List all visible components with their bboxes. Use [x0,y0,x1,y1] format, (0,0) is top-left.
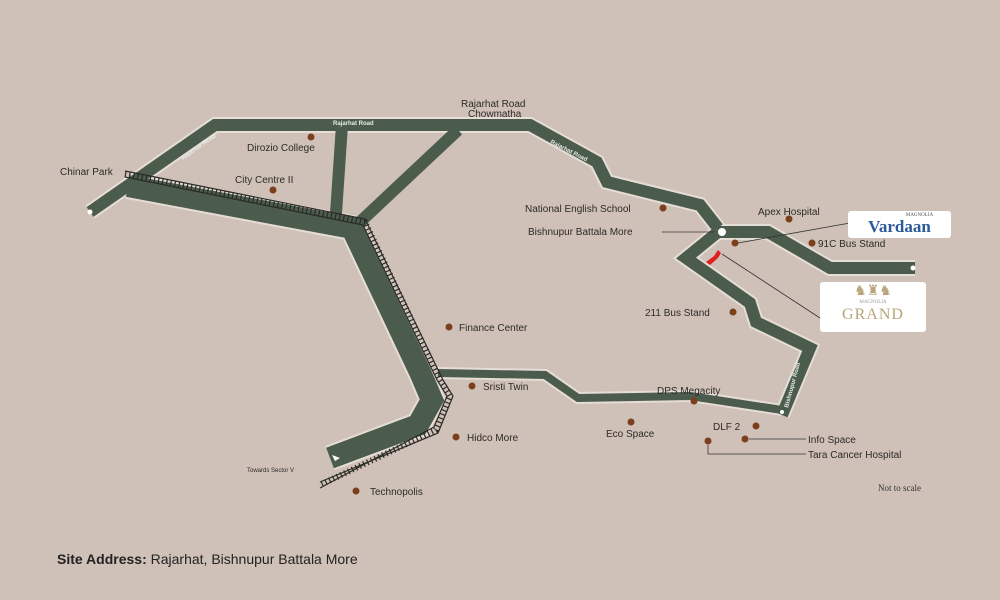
site-address-value: Rajarhat, Bishnupur Battala More [150,551,358,567]
place-label: Tara Cancer Hospital [808,450,901,461]
place-label: 211 Bus Stand [645,308,710,319]
eco-space-road [437,369,783,414]
place-label: Dirozio College [247,143,315,154]
bishnupur-road [676,227,818,418]
place-label: Chinar Park [60,167,114,178]
place-label: National English School [525,204,631,215]
place-label: Apex Hospital [758,207,820,218]
road-end-marker [87,209,93,215]
direction-arrow-icon [332,455,340,461]
site-location-marker [706,250,721,265]
logo-subtext: MAGNOLIA [859,300,887,305]
place-label: Technopolis [370,487,423,498]
road-end-marker [910,265,916,271]
road-end-marker [780,410,784,414]
grand-logo: ♞♜♞ MAGNOLIA GRAND [820,282,926,332]
site-address: Site Address: Rajarhat, Bishnupur Battal… [57,551,358,567]
crest-icon: ♞♜♞ [854,284,892,299]
railway-line [124,170,454,489]
place-label: Finance Center [459,323,528,334]
place-label: Rajarhat Road [461,99,525,110]
place-label: 91C Bus Stand [818,239,885,250]
vardaan-logo: MAGNOLIA Vardaan [848,211,951,238]
road-network [85,117,915,471]
place-label: Bishnupur Battala More [528,227,633,238]
place-label: Info Space [808,435,856,446]
logo-text: GRAND [842,306,904,323]
place-label: Towards Sector V [247,468,294,474]
place-label: Sristi Twin [483,382,528,393]
place-label: City Centre II [235,175,293,186]
diagonal-road [355,125,463,227]
poi-dots [269,133,816,495]
not-to-scale-note: Not to scale [878,483,921,493]
road-label: Rajarhat Road [333,121,374,127]
place-label: Hidco More [467,433,519,444]
rajarhat-road [86,119,723,232]
main-arterial-road [125,175,445,469]
place-label: Chowmatha [468,109,522,120]
road-91c [718,226,915,274]
place-label: DPS Megacity [657,386,720,397]
logo-text: Vardaan [868,217,931,236]
site-address-label: Site Address: [57,551,147,567]
place-label: DLF 2 [713,422,741,433]
logo-subtext: MAGNOLIA [905,213,934,218]
connector-road [329,124,348,229]
junction-marker [716,226,728,238]
place-label: Eco Space [606,429,655,440]
